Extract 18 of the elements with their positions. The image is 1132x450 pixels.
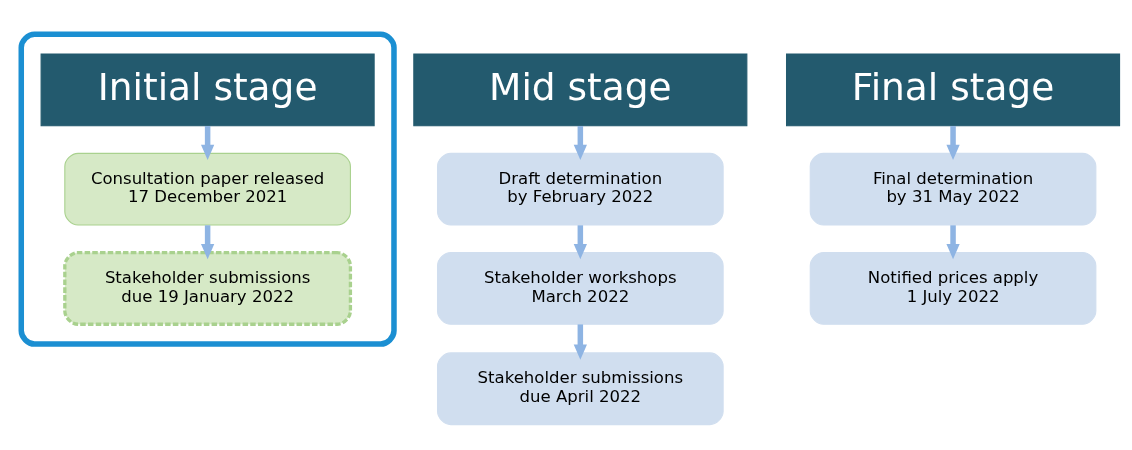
arrow [573, 324, 587, 360]
cluster [18, 31, 397, 347]
arrow [946, 225, 960, 260]
node-box: Mid stage [413, 53, 748, 127]
node-box: Final stage [786, 53, 1121, 127]
arrow [946, 126, 960, 160]
arrow [573, 225, 587, 260]
arrow [201, 225, 215, 260]
node-box: Stakeholder submissions due 19 January 2022 [63, 250, 353, 326]
arrow [573, 126, 587, 160]
node-box: Stakeholder submissions due April 2022 [437, 352, 724, 426]
node-box: Initial stage [40, 53, 375, 127]
node-box: Stakeholder workshops March 2022 [437, 252, 724, 325]
arrow [201, 126, 215, 160]
node-box: Draft determination by February 2022 [437, 152, 724, 226]
node-box: Final determination by 31 May 2022 [809, 152, 1097, 226]
node-box: Notified prices apply 1 July 2022 [809, 252, 1097, 325]
node-box: Consultation paper released 17 December 2021 [64, 152, 351, 226]
